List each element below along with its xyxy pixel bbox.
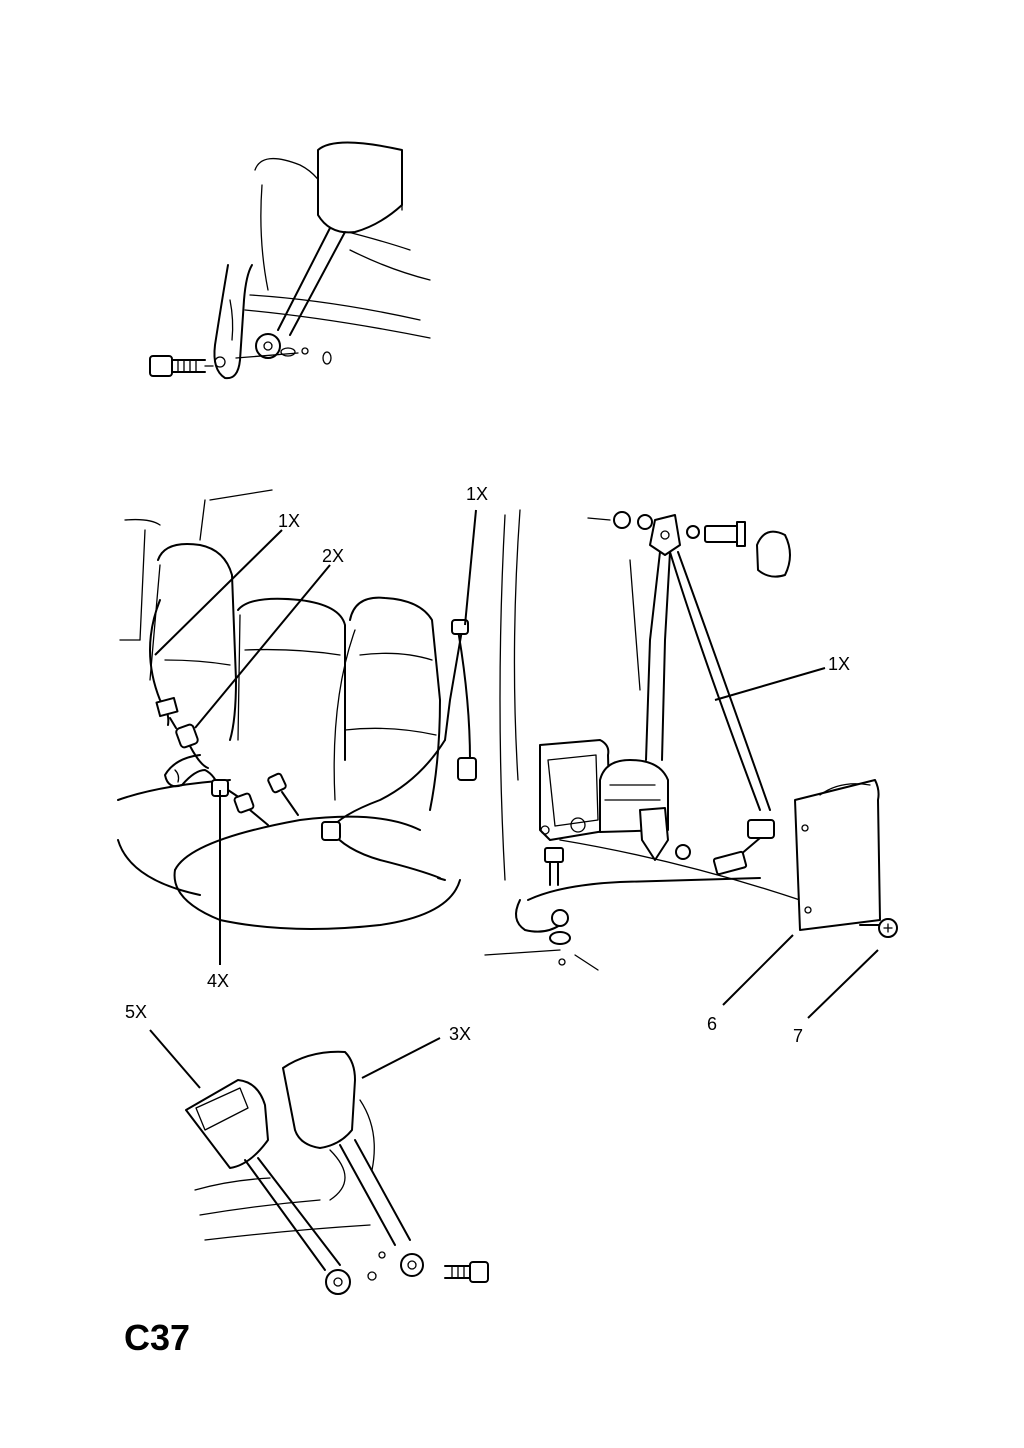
callout-5x: 5X: [125, 1002, 148, 1022]
leader-1x-right: [714, 667, 826, 701]
leader-1x-top: [464, 509, 477, 626]
leader-7: [807, 949, 879, 1019]
rear-seat-assembly: [117, 489, 477, 930]
callout-4x: 4X: [207, 971, 230, 991]
leader-3x: [361, 1037, 441, 1079]
retractor-assembly: [484, 509, 898, 971]
leader-5x: [149, 1029, 201, 1089]
callout-1x-top: 1X: [466, 484, 489, 504]
callout-2x: 2X: [322, 546, 345, 566]
bottom-buckle-detail: [185, 1050, 489, 1295]
callout-3x: 3X: [449, 1024, 472, 1044]
callout-leaders: [149, 509, 879, 1089]
callout-6: 6: [707, 1014, 718, 1034]
callout-7: 7: [793, 1026, 804, 1046]
leader-2x: [194, 564, 331, 729]
callout-1x-left: 1X: [278, 511, 301, 531]
top-buckle-detail: [149, 141, 431, 380]
leader-6: [722, 934, 794, 1006]
callout-1x-right: 1X: [828, 654, 851, 674]
leader-1x-left: [154, 529, 283, 656]
page-code: C37: [124, 1317, 191, 1358]
